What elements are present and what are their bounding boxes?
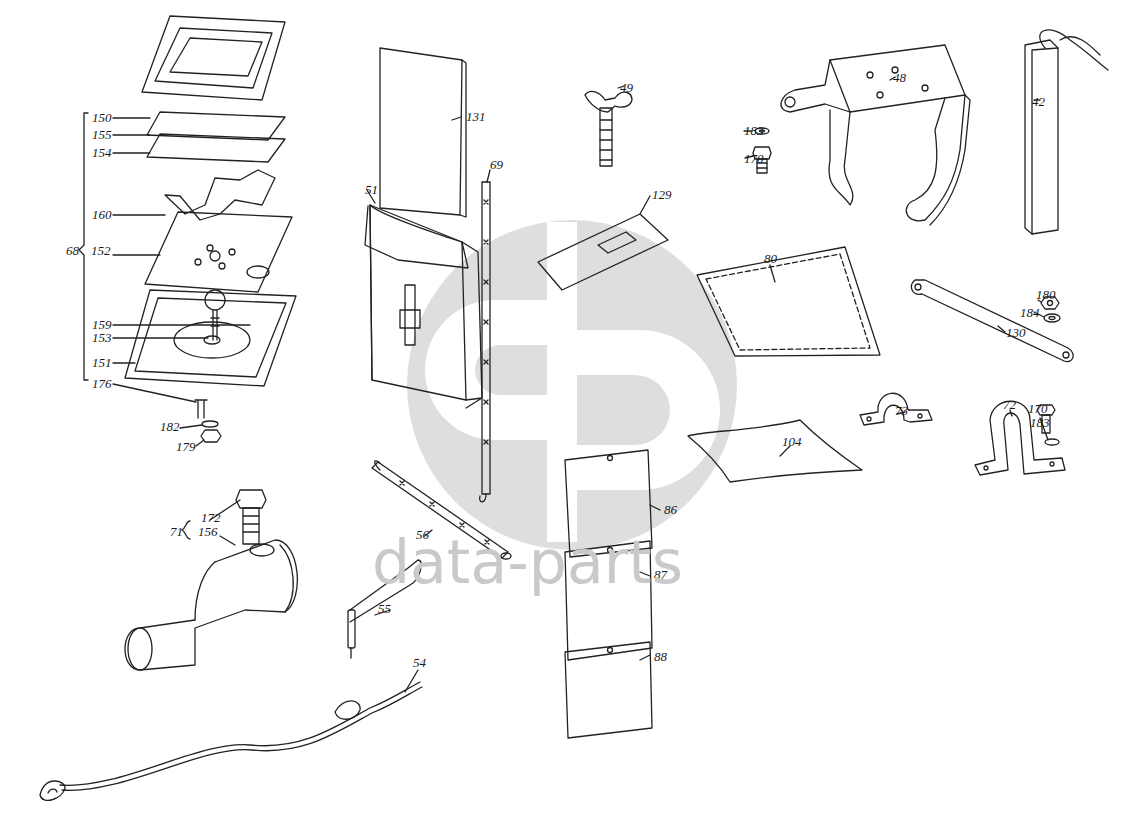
callout-number: 151: [92, 356, 112, 370]
callout-number: 55: [378, 602, 391, 616]
callout-number: 71: [170, 525, 183, 539]
watermark-logo: [407, 220, 737, 550]
part-104-sheet: [688, 420, 862, 482]
callout-number: 155: [92, 128, 112, 142]
callout-number: 156: [198, 525, 218, 539]
part-86-87-88-plates: [565, 450, 660, 738]
callout-number: 129: [652, 188, 672, 202]
part-69-strap: [480, 170, 490, 502]
callout-number: 180: [1036, 288, 1056, 302]
part-131-plate: [380, 48, 466, 217]
part-54-cable: [40, 670, 422, 800]
part-49-wing-bolt: [585, 86, 632, 166]
callout-number: 170: [744, 152, 764, 166]
part-129-plate: [538, 196, 668, 290]
callout-number: 80: [764, 252, 777, 266]
callout-number: 179: [176, 440, 196, 454]
part-130-strap: [911, 280, 1073, 362]
part-71-connector: [125, 490, 297, 670]
part-68-assembly: [79, 16, 296, 446]
callout-number: 170: [1028, 402, 1048, 416]
callout-number: 88: [654, 650, 667, 664]
callout-number: 54: [413, 656, 426, 670]
callout-number: 150: [92, 111, 112, 125]
part-42-bar: [1025, 30, 1108, 234]
callout-number: 72: [1003, 398, 1016, 412]
callout-number: 152: [91, 244, 111, 258]
callout-number: 51: [365, 183, 378, 197]
callout-number: 49: [620, 81, 633, 95]
callout-number: 176: [92, 377, 112, 391]
callout-number: 73: [895, 404, 908, 418]
callout-number: 183: [1030, 416, 1050, 430]
callout-number: 172: [201, 511, 221, 525]
part-73-clamp: [860, 393, 932, 425]
callout-number: 183: [744, 124, 764, 138]
callout-number: 86: [664, 503, 677, 517]
callout-number: 68: [66, 244, 79, 258]
callout-number: 160: [92, 208, 112, 222]
callout-number: 159: [92, 318, 112, 332]
callout-number: 104: [782, 435, 802, 449]
part-80-sheet: [697, 247, 880, 356]
callout-number: 69: [490, 158, 503, 172]
callout-number: 184: [1020, 306, 1040, 320]
callout-number: 48: [893, 71, 906, 85]
callout-number: 182: [160, 420, 180, 434]
part-51-bag: [365, 190, 482, 408]
callout-number: 131: [466, 110, 486, 124]
watermark: data-parts: [372, 530, 683, 594]
callout-number: 153: [92, 331, 112, 345]
callout-number: 130: [1006, 326, 1026, 340]
part-72-clamp: [975, 401, 1065, 475]
callout-number: 154: [92, 146, 112, 160]
part-48-bracket: [781, 45, 970, 225]
callout-number: 42: [1032, 95, 1045, 109]
